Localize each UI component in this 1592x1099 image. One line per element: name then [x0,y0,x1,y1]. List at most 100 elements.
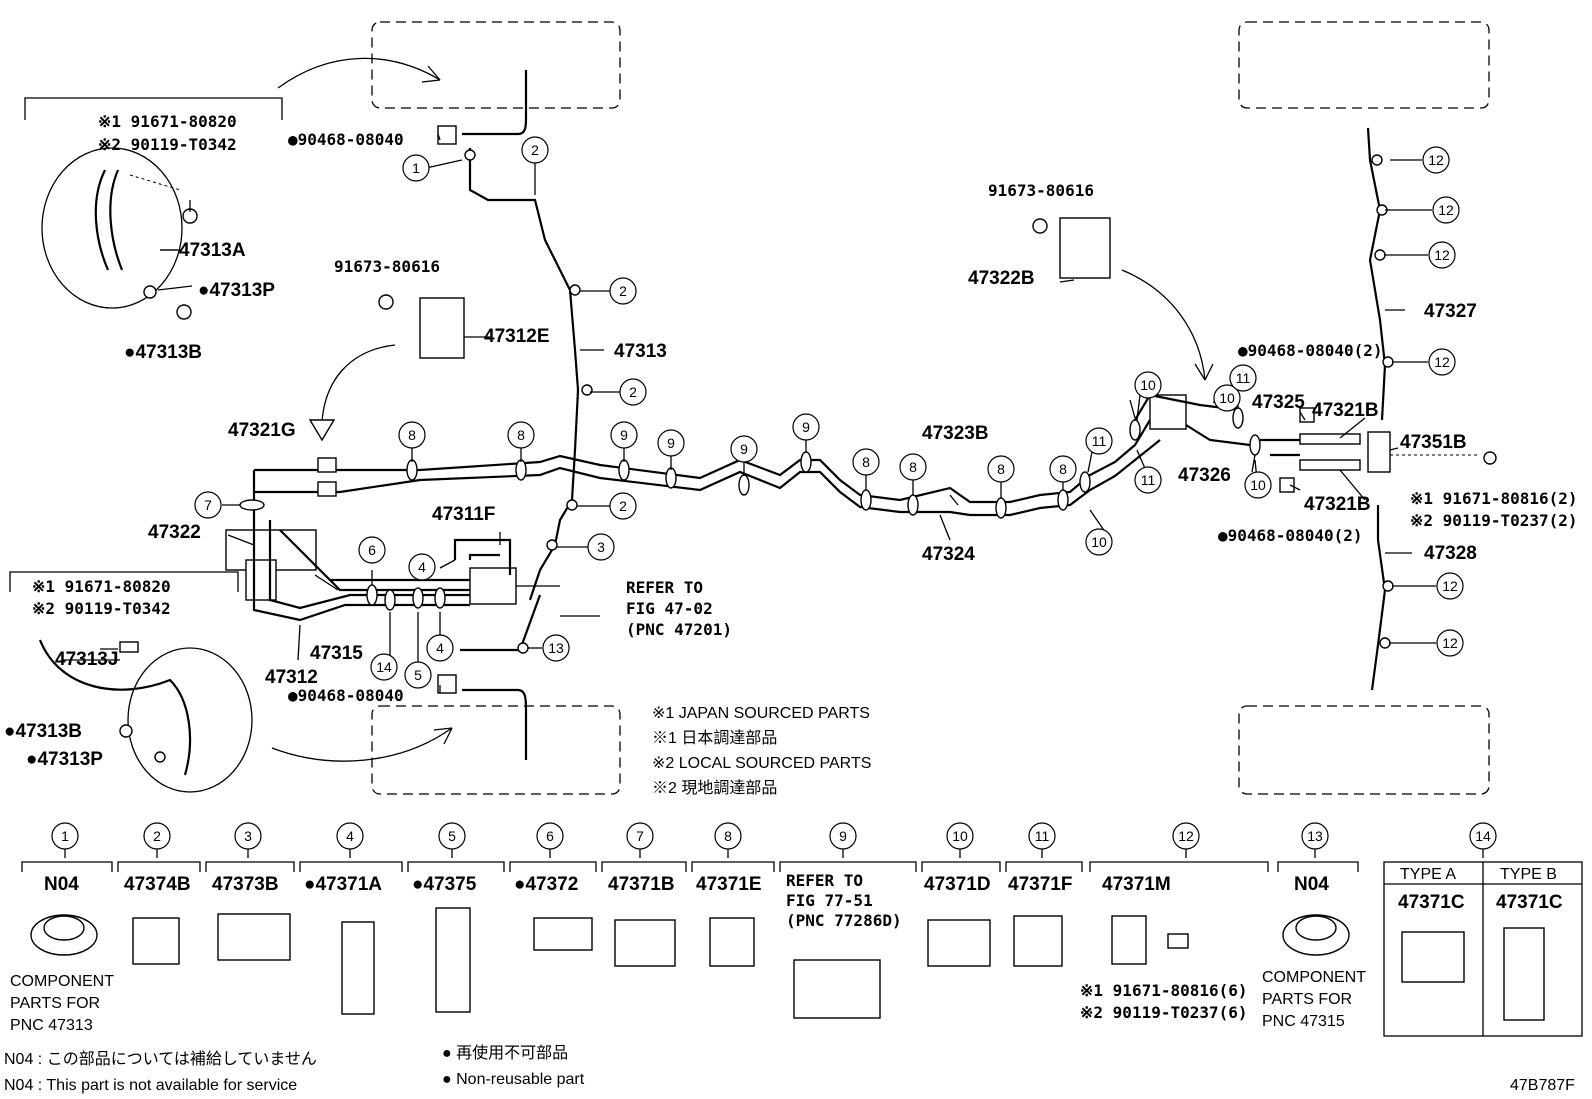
svg-text:2: 2 [531,142,539,158]
svg-text:11: 11 [1092,433,1107,449]
bolt-icon-5 [1483,451,1497,465]
svg-text:6: 6 [546,828,554,844]
label-47313B-bot: ●47313B [4,721,82,742]
svg-text:9: 9 [839,828,847,844]
label-90119-top: ※2 90119-T0342 [98,135,237,154]
svg-text:4: 4 [418,559,426,575]
svg-text:8: 8 [909,459,917,475]
label-47313B-top: ●47313B [124,342,202,363]
inset-tube-bottom [462,688,528,760]
arrow-left-head [308,419,336,442]
svg-text:8: 8 [408,427,416,443]
nut-icon-2 [154,751,166,763]
hose-47321B-top [1299,433,1361,445]
label-47313: 47313 [614,341,667,362]
svg-text:14: 14 [1475,828,1491,844]
label-47312E: 47312E [484,326,550,347]
clamp-icon-11 [1013,915,1063,967]
ground-strap-top [94,169,124,271]
label-47321B-bot: 47321B [1304,494,1371,515]
svg-text:●47371A: ●47371A [304,874,382,895]
footer-n04-en: N04 : This part is not available for ser… [4,1077,297,1094]
label-47313P-bot: ●47313P [26,749,103,770]
svg-text:5: 5 [414,667,422,683]
svg-text:10: 10 [952,828,968,844]
svg-text:10: 10 [1140,377,1156,393]
label-90468-bot: ●90468-08040 [288,686,404,705]
svg-text:1: 1 [412,160,420,176]
svg-text:9: 9 [620,427,628,443]
brake-tube-47324 [254,439,1161,517]
svg-text:7: 7 [204,497,212,513]
svg-text:47371B: 47371B [608,874,675,895]
bracket-47351B [1367,431,1391,473]
svg-text:8: 8 [862,454,870,470]
clamp-icon-14b [1503,927,1545,1021]
inset-box-bottom-right [1238,705,1490,795]
svg-text:6: 6 [368,542,376,558]
svg-text:47373B: 47373B [212,874,279,895]
svg-text:14: 14 [376,659,392,675]
svg-text:3: 3 [597,539,605,555]
brake-tube-47313 [468,148,580,601]
svg-text:11: 11 [1236,370,1251,386]
svg-text:N04: N04 [44,874,79,895]
svg-text:47374B: 47374B [124,874,191,895]
svg-text:PNC 47315: PNC 47315 [1262,1013,1345,1030]
label-47315: 47315 [310,643,363,664]
svg-text:4: 4 [436,640,444,656]
arrow-top-left [277,57,441,89]
brake-tube-47312 [252,520,470,622]
label-47351B: 47351B [1400,432,1467,453]
note-4: ※2 現地調達部品 [652,779,777,797]
clamp-icon-5 [435,907,471,1013]
svg-text:13: 13 [1307,828,1323,844]
label-47325: 47325 [1252,392,1305,413]
callout-leaders [100,133,1436,693]
svg-text:(PNC 77286D): (PNC 77286D) [786,911,902,930]
svg-text:10: 10 [1091,534,1107,550]
svg-text:8: 8 [724,828,732,844]
label-47322B: 47322B [968,268,1035,289]
svg-text:PNC 47313: PNC 47313 [10,1017,93,1034]
label-47311F: 47311F [432,504,495,525]
inset-box-bottom-left [371,705,621,795]
label-91671-top: ※1 91671-80820 [98,112,237,131]
label-47326: 47326 [1178,465,1231,486]
svg-text:※2 90119-T0237(6): ※2 90119-T0237(6) [1080,1003,1248,1022]
svg-text:※1 91671-80816(6): ※1 91671-80816(6) [1080,981,1248,1000]
svg-text:PARTS FOR: PARTS FOR [10,995,100,1012]
inset-box-top-left [371,21,621,109]
note-3: ※2 LOCAL SOURCED PARTS [652,755,871,772]
svg-text:9: 9 [740,441,748,457]
svg-text:N04: N04 [1294,874,1329,895]
svg-text:12: 12 [1428,152,1444,168]
svg-text:13: 13 [548,640,564,656]
brake-tube-47323B [252,419,1151,520]
svg-text:2: 2 [619,283,627,299]
svg-text:9: 9 [802,419,810,435]
arrow-left [321,344,396,423]
svg-text:8: 8 [1059,461,1067,477]
bolt-icon-3 [119,641,139,653]
svg-text:7: 7 [636,828,644,844]
arrow-right [1121,269,1206,381]
label-47327: 47327 [1424,301,1477,322]
grommet-bottom [437,674,457,694]
svg-text:11: 11 [1035,828,1050,844]
label-90468-top: ●90468-08040 [288,130,404,149]
footer-nonreusable-en: ● Non-reusable part [442,1071,585,1088]
refer-line2: FIG 47-02 [626,599,713,618]
label-47313J: 47313J [55,649,118,670]
footer-nonreusable-jp: ● 再使用不可部品 [442,1044,568,1062]
svg-text:COMPONENT: COMPONENT [10,973,114,990]
note-2: ※1 日本調達部品 [652,729,777,747]
bolt-icon-12 [1167,933,1189,949]
note-1: ※1 JAPAN SOURCED PARTS [652,705,870,722]
label-47313P-top: ●47313P [198,280,275,301]
label-47313A: 47313A [179,240,246,261]
label-47323B: 47323B [922,423,989,444]
svg-text:3: 3 [244,828,252,844]
svg-text:12: 12 [1434,247,1450,263]
